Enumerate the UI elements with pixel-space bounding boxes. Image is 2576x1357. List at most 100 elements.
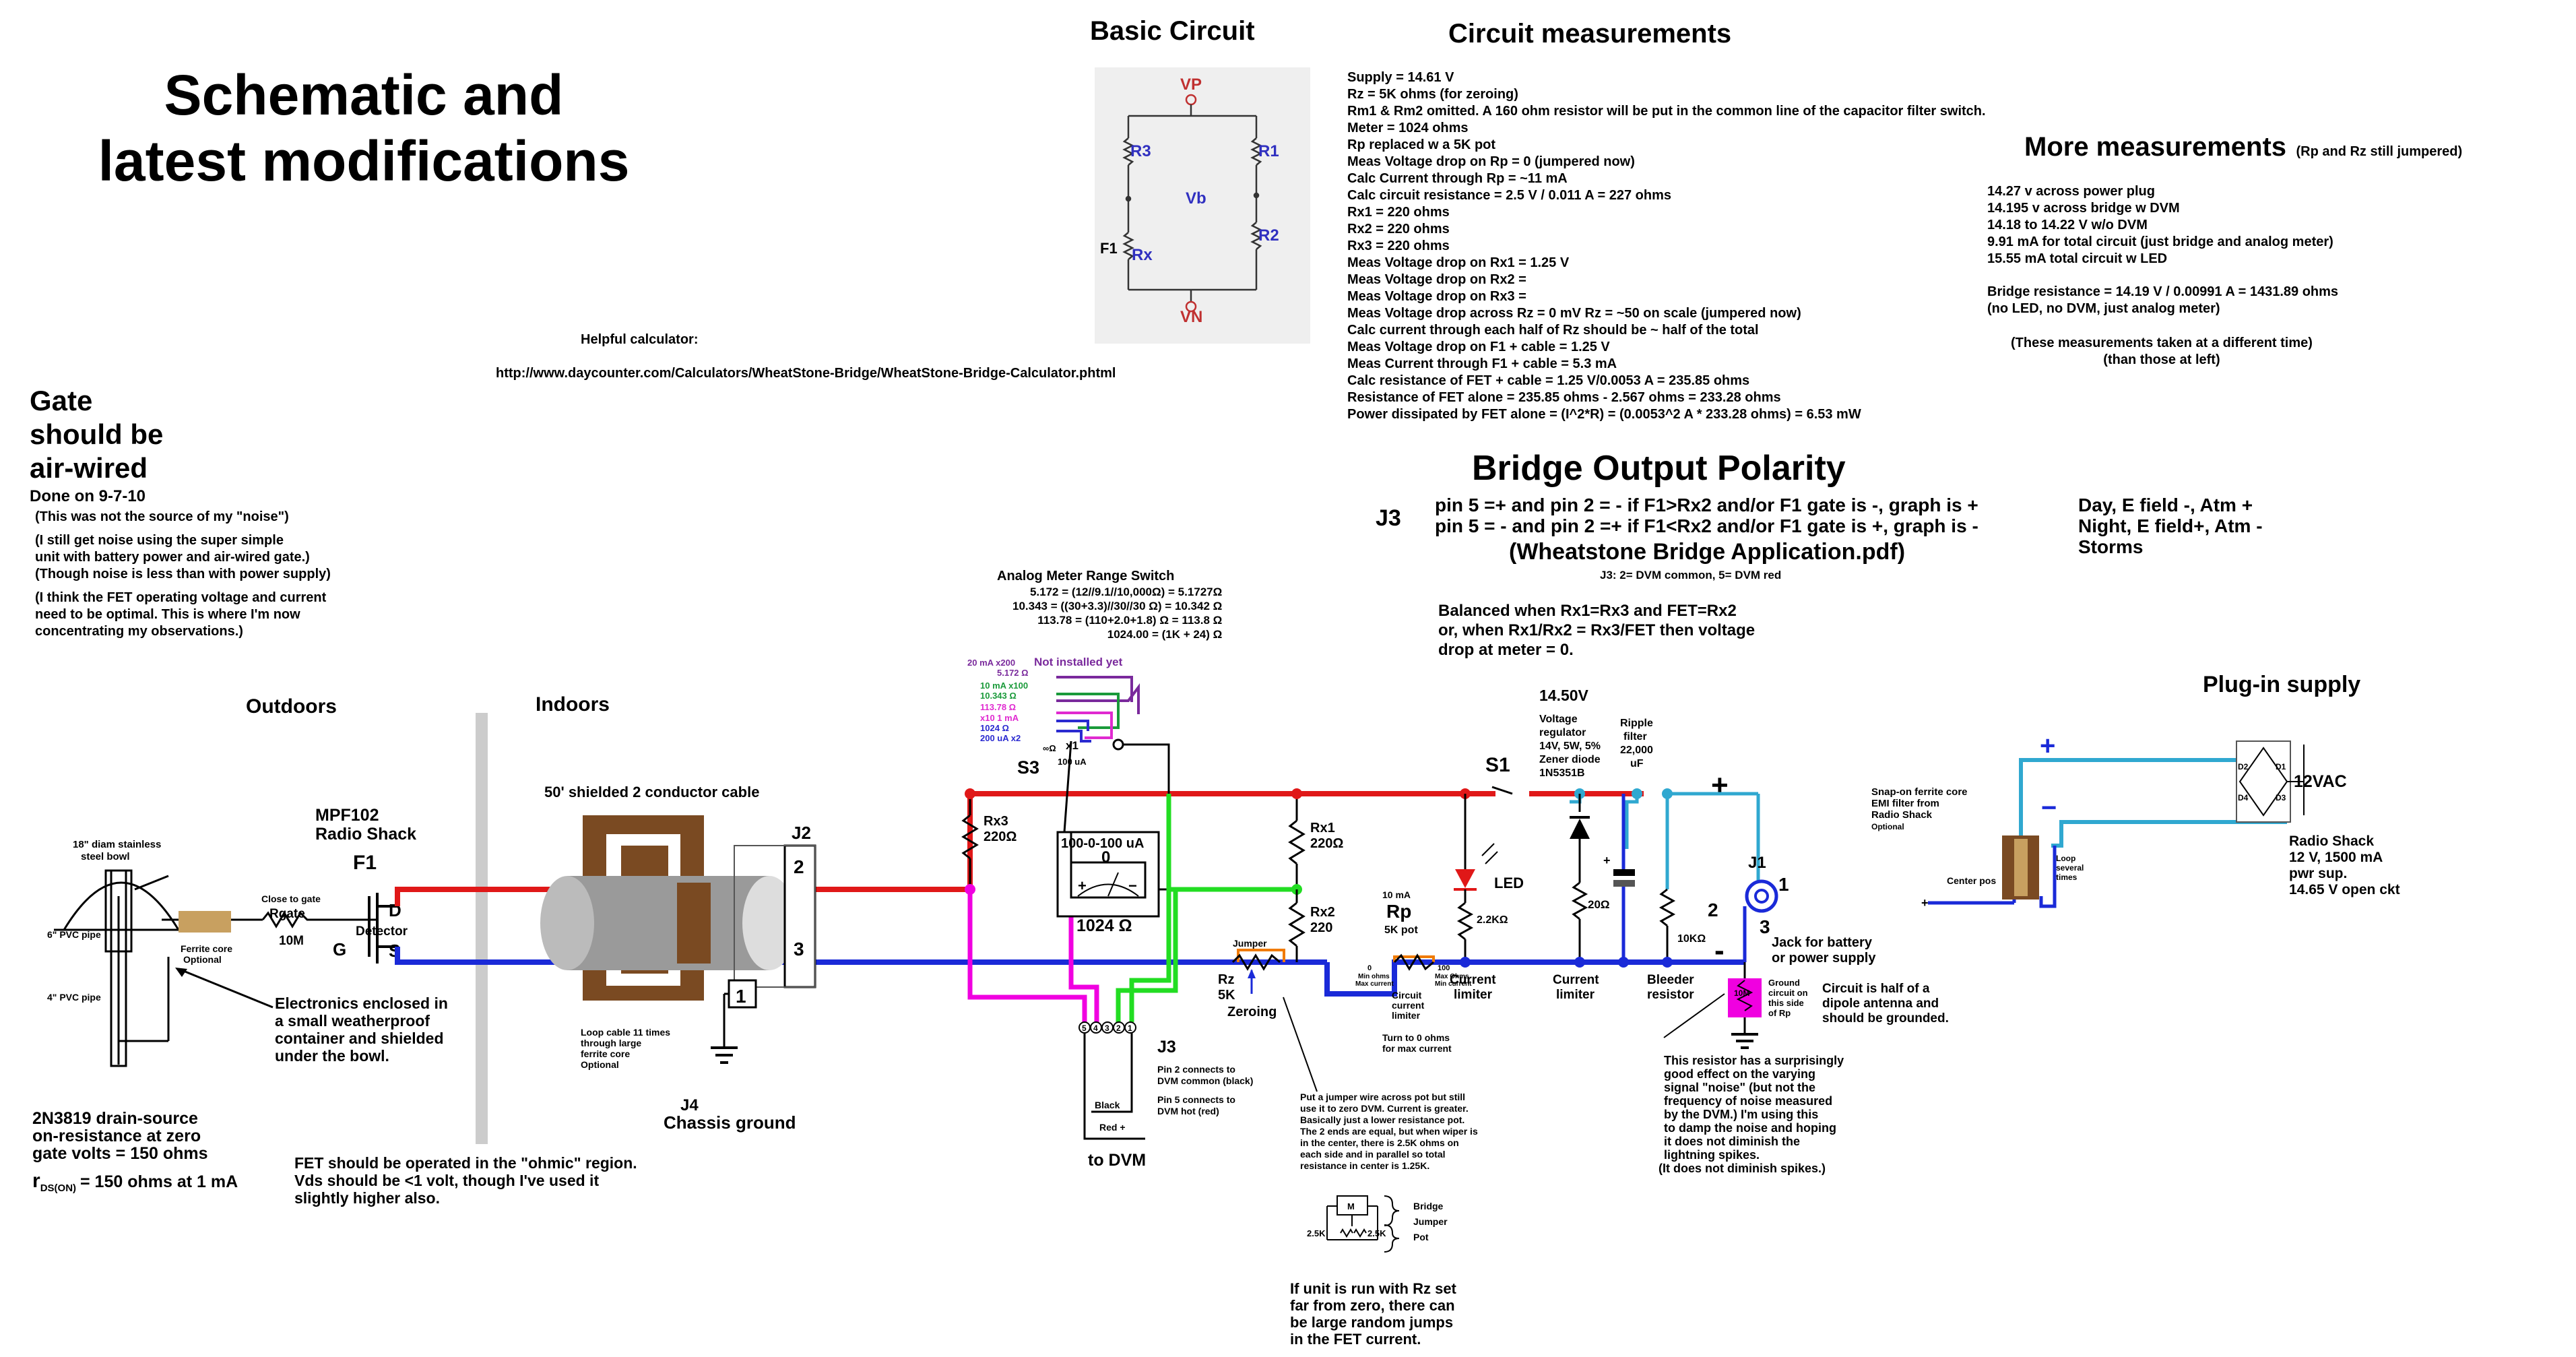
j2-pin2: 2 bbox=[794, 856, 804, 877]
ohmic-3: slightly higher also. bbox=[294, 1189, 440, 1207]
meter-resistance: 1024 Ω bbox=[1076, 916, 1132, 935]
rz-note: If unit is run with Rz set far from zero… bbox=[1290, 1280, 1457, 1348]
j3-label: J3 bbox=[1157, 1038, 1176, 1056]
min-ohms-1: Min ohms bbox=[1358, 973, 1390, 980]
polarity-app: (Wheatstone Bridge Application.pdf) bbox=[1509, 539, 1906, 565]
close-gate-label: Close to gate bbox=[261, 893, 321, 904]
svg-text:be large random jumps: be large random jumps bbox=[1290, 1314, 1453, 1331]
polarity-night: Night, E field+, Atm - bbox=[2078, 515, 2263, 536]
range-inf: ∞Ω bbox=[1043, 743, 1056, 753]
helpful-label: Helpful calculator: bbox=[581, 332, 699, 347]
pot-pot: Pot bbox=[1413, 1232, 1429, 1242]
more-line: 14.27 v across power plug bbox=[1987, 184, 2155, 199]
measurement-line: Rx1 = 220 ohms bbox=[1347, 205, 1450, 220]
rx1-value: 220Ω bbox=[1310, 836, 1343, 851]
plugin-plus: + bbox=[2040, 731, 2055, 761]
min-ohms-2: Max current bbox=[1355, 980, 1394, 988]
pot-bridge: Bridge bbox=[1413, 1201, 1444, 1211]
basic-circuit-labels: VP R3 R1 Vb R2 Rx VN bbox=[1130, 75, 1279, 326]
svg-text:regulator: regulator bbox=[1539, 727, 1586, 738]
svg-text:dipole antenna and: dipole antenna and bbox=[1822, 997, 1939, 1011]
jumper-label: Jumper bbox=[1233, 938, 1267, 949]
ferrite-label-1: Ferrite core bbox=[181, 943, 232, 954]
svg-text:each side and in parallel so t: each side and in parallel so total bbox=[1300, 1149, 1446, 1160]
j3-pin-label: 5 bbox=[1082, 1023, 1087, 1033]
measurement-line: Meas Voltage drop on Rx1 = 1.25 V bbox=[1347, 255, 1570, 270]
svg-text:uF: uF bbox=[1630, 758, 1644, 769]
bc-r3: R3 bbox=[1130, 142, 1151, 160]
cable-label: 50' shielded 2 conductor cable bbox=[544, 784, 759, 800]
svg-text:This resistor has a surprising: This resistor has a surprisingly bbox=[1664, 1054, 1844, 1067]
fet-g: G bbox=[333, 939, 346, 959]
minus-sign: - bbox=[1714, 934, 1725, 967]
j1-pin3: 3 bbox=[1760, 916, 1770, 937]
svg-text:D4: D4 bbox=[2238, 793, 2249, 802]
fet-on-2: on-resistance at zero bbox=[32, 1127, 201, 1145]
rx3-resistor bbox=[961, 814, 979, 860]
measurement-line: Calc current through each half of Rz sho… bbox=[1347, 323, 1759, 338]
pin-note-3: Pin 5 connects to bbox=[1157, 1094, 1235, 1105]
rp-sub: 5K pot bbox=[1384, 924, 1418, 936]
measurement-line: Meas Voltage drop across Rz = 0 mV Rz = … bbox=[1347, 306, 1801, 321]
polarity-line1: pin 5 =+ and pin 2 = - if F1>Rx2 and/or … bbox=[1435, 495, 1978, 515]
ferrite-core-gate bbox=[179, 911, 231, 933]
meter-label: 100-0-100 uA bbox=[1061, 836, 1144, 851]
helpful-url[interactable]: http://www.daycounter.com/Calculators/Wh… bbox=[496, 366, 1116, 381]
pin-note-1: Pin 2 connects to bbox=[1157, 1064, 1235, 1075]
range-labels: 20 mA x200 Not installed yet 5.172 Ω 10 … bbox=[967, 656, 1123, 767]
svg-text:(It does not diminish spikes.): (It does not diminish spikes.) bbox=[1659, 1162, 1826, 1175]
measurement-line: Calc Current through Rp = ~11 mA bbox=[1347, 171, 1568, 186]
rgate-value: 10M bbox=[279, 934, 304, 948]
meter-minus: − bbox=[1128, 877, 1137, 894]
polarity-heading: Bridge Output Polarity bbox=[1472, 449, 1846, 488]
red-label: Red + bbox=[1099, 1122, 1126, 1133]
svg-text:14.65 V open ckt: 14.65 V open ckt bbox=[2289, 882, 2400, 897]
svg-text:12 V, 1500 mA: 12 V, 1500 mA bbox=[2289, 850, 2383, 865]
bc-vb: Vb bbox=[1186, 189, 1206, 208]
max-ohms-0: 100 bbox=[1438, 964, 1450, 972]
rx3-label: Rx3 bbox=[984, 814, 1008, 829]
jack-1: Jack for battery bbox=[1772, 935, 1873, 950]
svg-text:Circuit is half of a: Circuit is half of a bbox=[1822, 982, 1930, 996]
rz-label: Rz bbox=[1218, 972, 1234, 987]
ripple-label: Ripple filter 22,000 uF bbox=[1620, 718, 1653, 769]
basic-circuit-heading: Basic Circuit bbox=[1090, 16, 1255, 46]
outdoors-label: Outdoors bbox=[246, 695, 337, 718]
rz-value: 5K bbox=[1218, 988, 1235, 1003]
rds-label: rDS(ON)= 150 ohms at 1 mA bbox=[32, 1170, 238, 1194]
magenta-wire bbox=[967, 889, 1087, 1022]
pin-note-2: DVM common (black) bbox=[1157, 1075, 1253, 1086]
j3-pin-label: 4 bbox=[1093, 1023, 1098, 1033]
measurements-heading: Circuit measurements bbox=[1448, 19, 1732, 49]
climiter-2: limiter bbox=[1454, 988, 1493, 1002]
rs-supply-label: Radio Shack 12 V, 1500 mA pwr sup. 14.65… bbox=[2289, 833, 2400, 897]
loop-3: ferrite core bbox=[581, 1048, 630, 1059]
rx1-label: Rx1 bbox=[1310, 821, 1335, 835]
gate-notes: (This was not the source of my "noise") … bbox=[35, 509, 331, 639]
pin-note-4: DVM hot (red) bbox=[1157, 1106, 1219, 1116]
rx2-label: Rx2 bbox=[1310, 905, 1335, 920]
svg-text:EMI filter from: EMI filter from bbox=[1871, 798, 1939, 809]
enclosed-4: under the bowl. bbox=[275, 1047, 389, 1065]
more-line: 9.91 mA for total circuit (just bridge a… bbox=[1987, 234, 2333, 249]
r10k-label: 10KΩ bbox=[1677, 933, 1706, 945]
range-not-installed: Not installed yet bbox=[1034, 656, 1123, 668]
mpf-label-2: Radio Shack bbox=[315, 825, 416, 844]
enclosed-1: Electronics enclosed in bbox=[275, 995, 448, 1012]
pot-m: M bbox=[1347, 1201, 1355, 1211]
rp-label: Rp bbox=[1386, 901, 1411, 922]
basic-circuit-diagram bbox=[1122, 94, 1262, 313]
enclosed-2: a small weatherproof bbox=[275, 1012, 430, 1030]
resistor-note: This resistor has a surprisingly good ef… bbox=[1659, 1054, 1844, 1175]
ferrite-label-2: Optional bbox=[183, 954, 222, 965]
bc-vp: VP bbox=[1180, 75, 1202, 94]
range-switch bbox=[1056, 676, 1170, 891]
antenna-bowl bbox=[54, 869, 189, 1067]
more-line: 15.55 mA total circuit w LED bbox=[1987, 251, 2168, 266]
svg-text:it does not diminish the: it does not diminish the bbox=[1664, 1135, 1800, 1148]
svg-text:D1: D1 bbox=[2276, 762, 2286, 771]
r10m-label: 10M bbox=[1734, 988, 1749, 998]
svg-text:Zener diode: Zener diode bbox=[1539, 754, 1601, 765]
svg-text:Voltage: Voltage bbox=[1539, 714, 1578, 725]
